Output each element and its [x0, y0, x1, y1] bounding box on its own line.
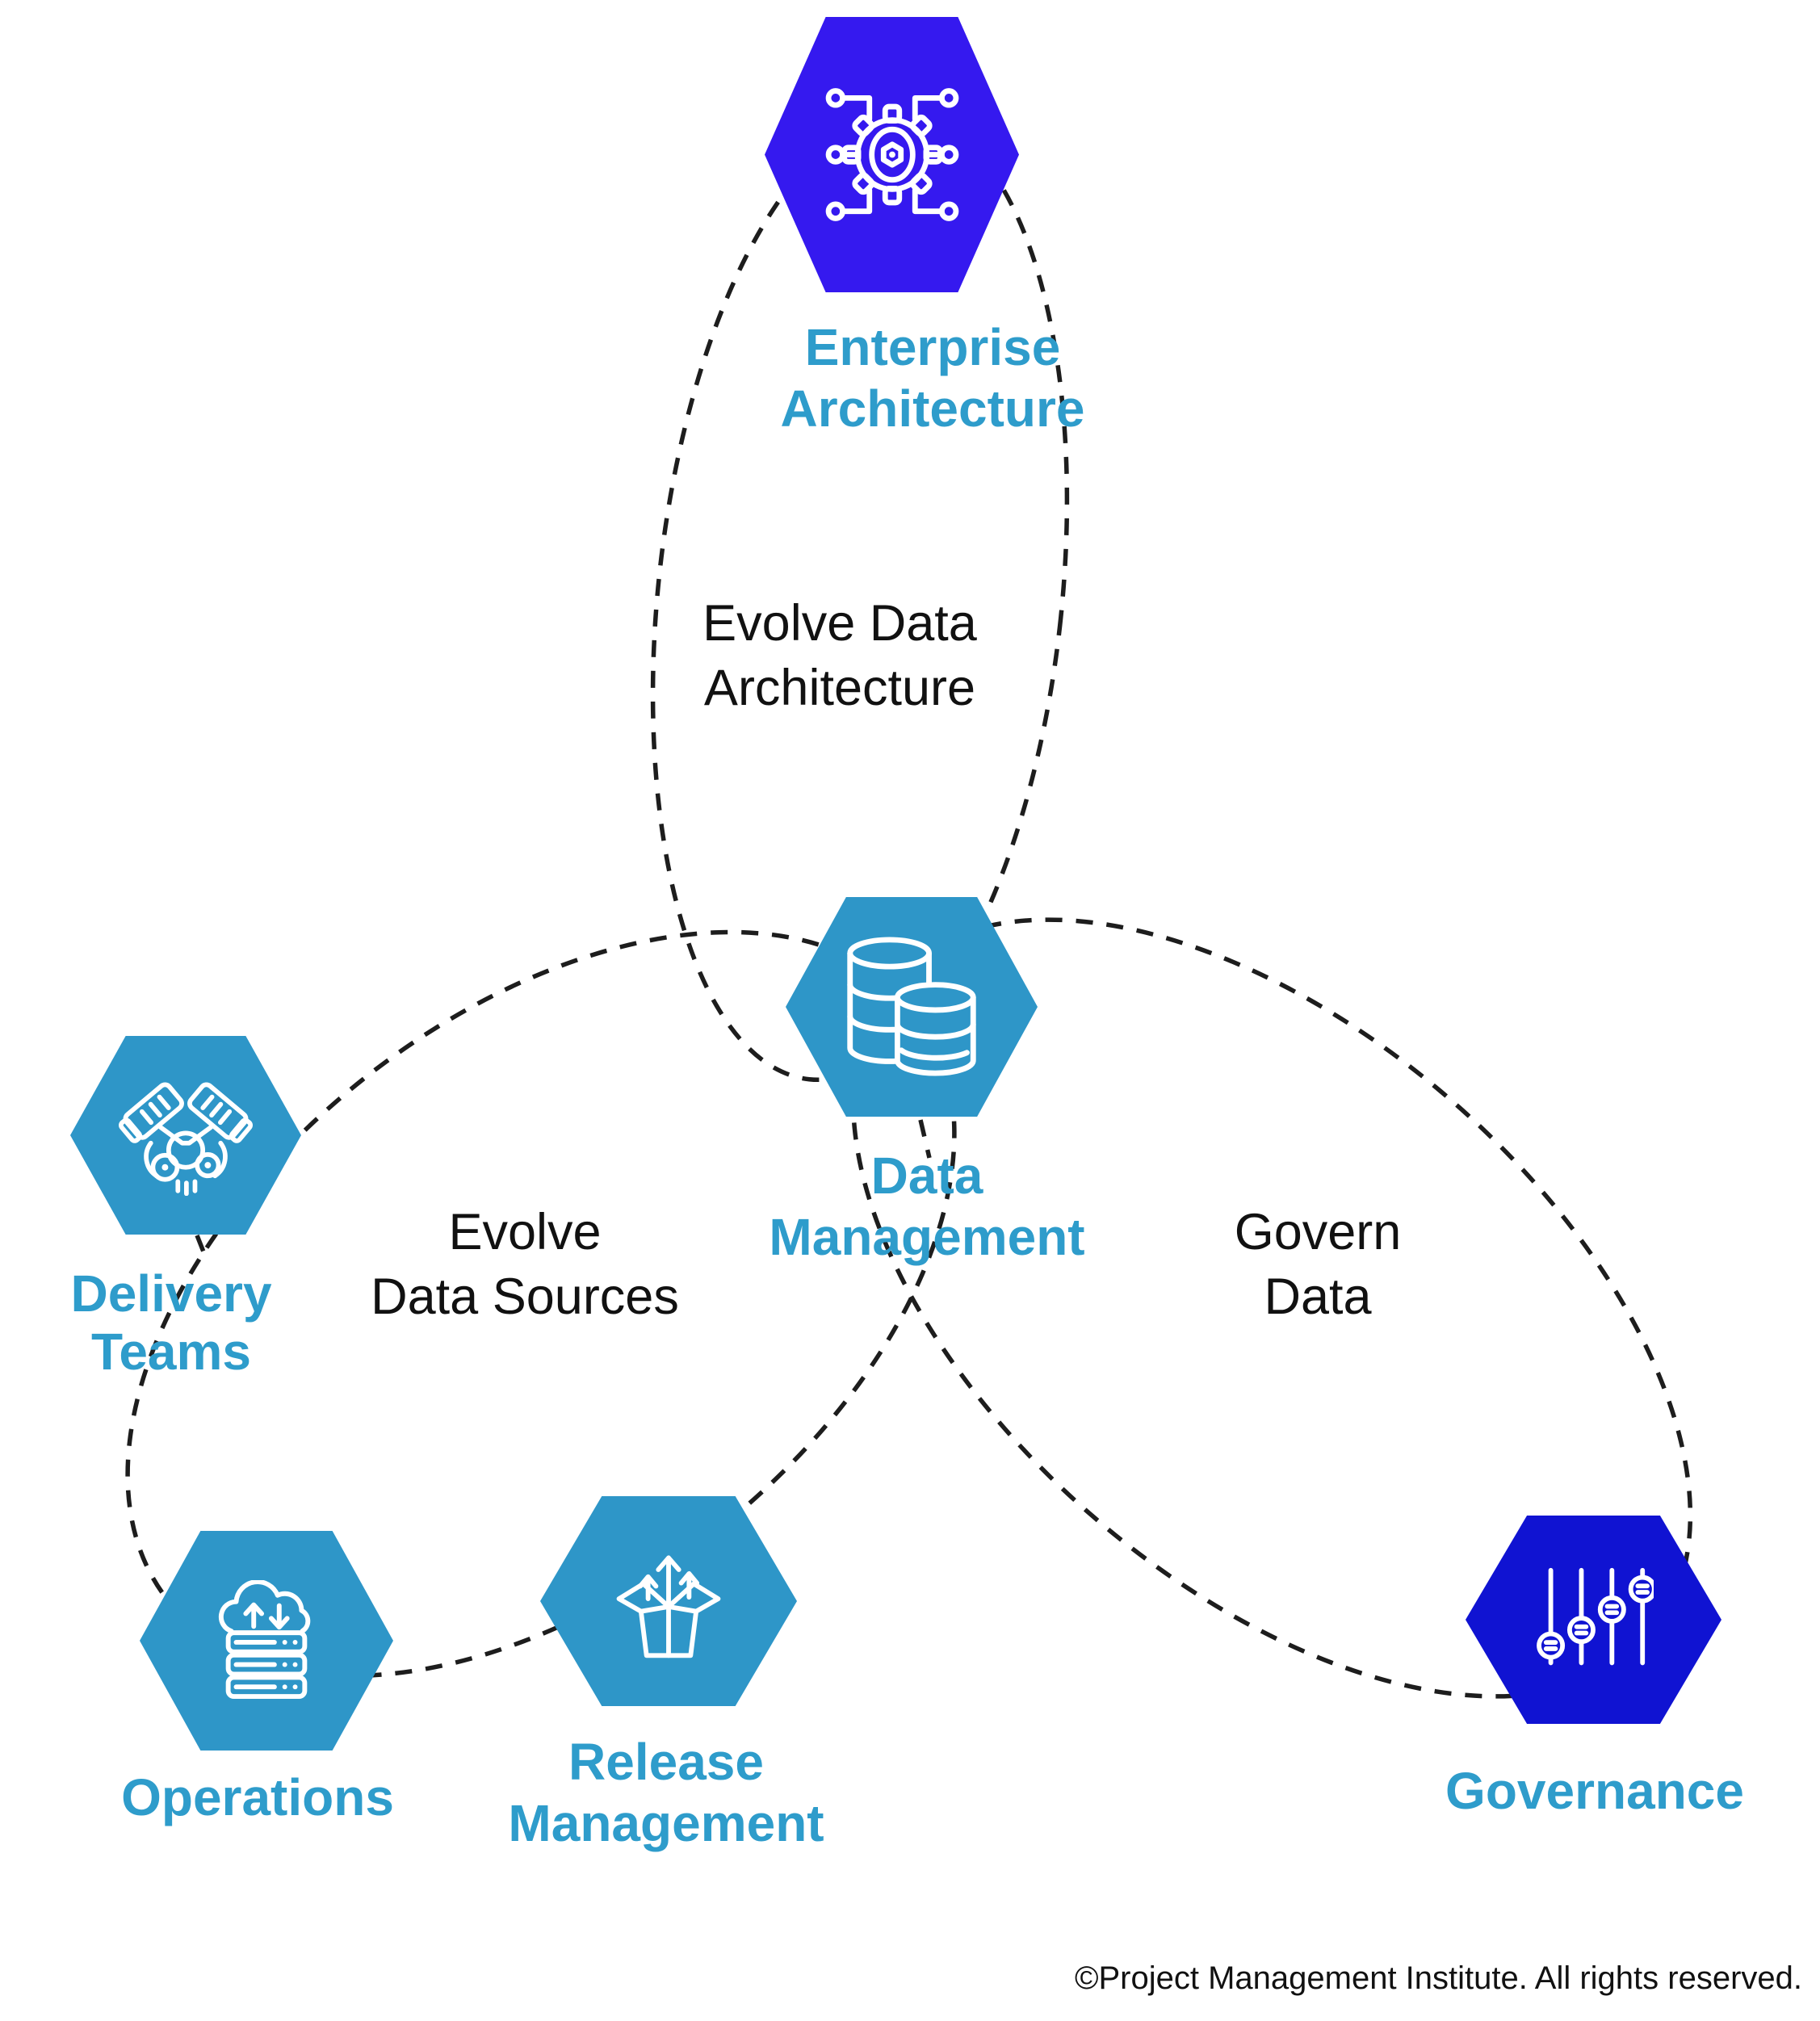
label-operations: Operations — [121, 1767, 394, 1828]
annotation-line: Data — [1264, 1268, 1372, 1325]
connector-data-management-label — [918, 1119, 932, 1159]
hexagon-data-management — [786, 897, 1038, 1117]
engine-icon — [118, 1082, 254, 1196]
annotation-line: Data Sources — [371, 1268, 679, 1325]
label-release-management: Release Management — [508, 1731, 824, 1854]
annotation-line: Evolve Data — [702, 595, 977, 652]
label-data-management: Data Management — [769, 1145, 1084, 1268]
hexagon-release-management — [540, 1496, 797, 1706]
connector-delivery-teams-label — [195, 1234, 210, 1264]
label-enterprise-architecture: Enterprise Architecture — [781, 317, 1085, 439]
label-line: Management — [508, 1794, 824, 1852]
hexagon-enterprise-architecture — [765, 17, 1019, 292]
hexagon-governance — [1466, 1516, 1721, 1724]
annotation-line: Architecture — [703, 660, 976, 716]
label-line: Operations — [121, 1768, 394, 1826]
label-line: Management — [769, 1208, 1085, 1266]
label-line: Data — [870, 1147, 983, 1205]
release-box-icon — [616, 1555, 721, 1658]
label-delivery-teams: Delivery Teams — [70, 1264, 271, 1381]
annotation-evolve-data-sources: Evolve Data Sources — [371, 1200, 679, 1329]
cloud-server-icon — [218, 1580, 311, 1700]
hexagon-operations — [140, 1531, 393, 1751]
hexagon-delivery-teams — [70, 1036, 301, 1235]
label-line: Teams — [90, 1323, 252, 1381]
copyright-notice: ©Project Management Institute. All right… — [1075, 1960, 1802, 1996]
label-line: Architecture — [780, 379, 1085, 438]
sliders-icon — [1536, 1567, 1654, 1666]
annotation-line: Govern — [1234, 1204, 1402, 1260]
ellipse-evolve-data-architecture — [650, 112, 1070, 1083]
annotation-govern-data: Govern Data — [1235, 1200, 1402, 1329]
label-line: Enterprise — [804, 318, 1061, 376]
database-icon — [847, 937, 976, 1076]
annotation-line: Evolve — [448, 1204, 602, 1260]
label-line: Release — [568, 1733, 764, 1791]
label-line: Delivery — [70, 1264, 272, 1323]
label-line: Governance — [1445, 1762, 1744, 1820]
label-governance: Governance — [1445, 1760, 1744, 1822]
annotation-evolve-data-architecture: Evolve Data Architecture — [702, 591, 977, 720]
gear-network-icon — [825, 87, 958, 221]
